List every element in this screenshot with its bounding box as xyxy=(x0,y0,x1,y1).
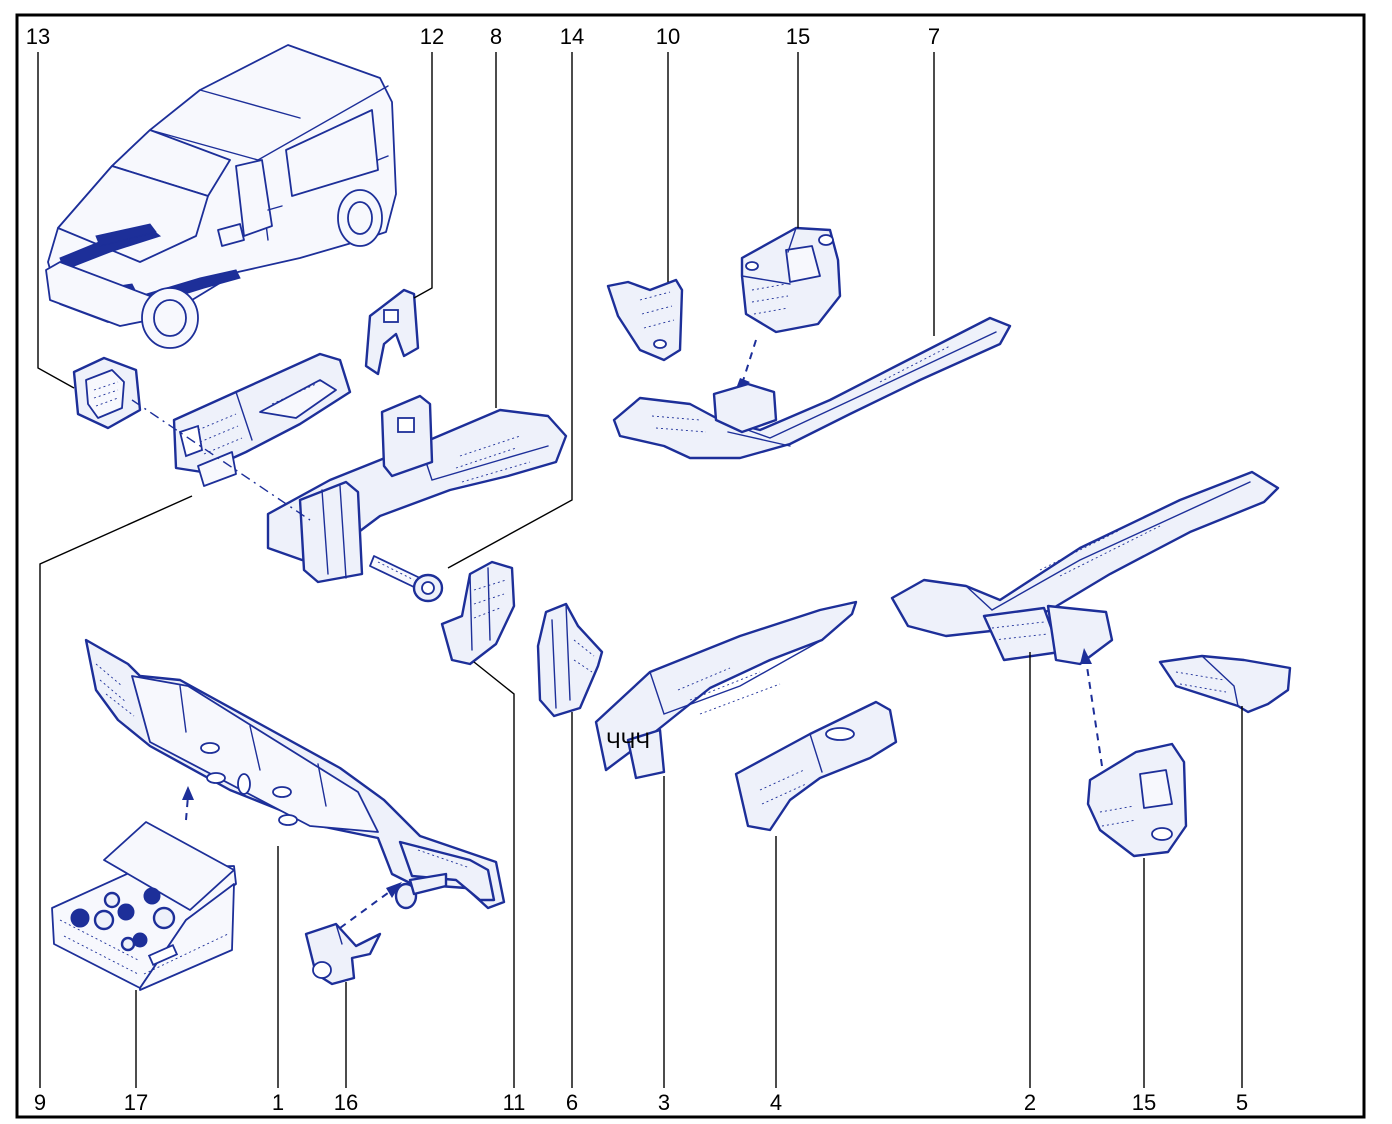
callout-17: 17 xyxy=(124,1090,148,1115)
callout-15-bottom: 15 xyxy=(1132,1090,1156,1115)
part-1-subframe xyxy=(84,638,506,910)
part-3-front-rail: ЧЧЧ xyxy=(594,600,858,780)
arrowhead-15-to-2 xyxy=(1080,648,1092,664)
part-15-top-bracket xyxy=(740,226,842,334)
assembly-arrow-17-to-1 xyxy=(185,795,189,821)
part-10-bracket xyxy=(606,278,684,362)
part-13-bracket xyxy=(72,356,142,430)
part-8-front-side-rail xyxy=(266,394,568,584)
part-14-bolt xyxy=(369,555,444,603)
arrowhead-16-to-1 xyxy=(386,882,402,898)
callout-2: 2 xyxy=(1024,1090,1036,1115)
callout-8: 8 xyxy=(490,24,502,49)
callout-11: 11 xyxy=(503,1090,526,1115)
callout-15-top: 15 xyxy=(786,24,810,49)
callout-7: 7 xyxy=(928,24,940,49)
part-16-clip xyxy=(304,922,382,986)
callout-14: 14 xyxy=(560,24,584,49)
part-9-front-rail xyxy=(172,352,352,487)
part-5-bracket xyxy=(1158,654,1292,714)
callout-10: 10 xyxy=(656,24,680,49)
arrowhead-17-to-1 xyxy=(182,786,194,800)
callout-12: 12 xyxy=(420,24,444,49)
part-17-fastener-box xyxy=(51,821,237,991)
part-7-long-rail xyxy=(612,316,1012,460)
part-12-bracket xyxy=(364,288,420,376)
callout-4: 4 xyxy=(770,1090,782,1115)
callout-13: 13 xyxy=(26,24,50,49)
tow-eye xyxy=(394,872,448,910)
callout-16: 16 xyxy=(334,1090,358,1115)
callout-5: 5 xyxy=(1236,1090,1248,1115)
callouts-top: 13 12 8 14 10 15 7 xyxy=(26,24,940,49)
assembly-arrow-15-to-7 xyxy=(741,339,757,385)
vehicle-overview xyxy=(45,44,397,349)
part-15-bottom-bracket xyxy=(1086,742,1188,858)
callouts-bottom: 9 17 1 16 11 6 3 4 2 15 5 xyxy=(34,1090,1248,1115)
part-2-rear-rail xyxy=(890,470,1280,666)
assembly-arrow-16-to-1 xyxy=(339,889,393,929)
callout-3: 3 xyxy=(658,1090,670,1115)
alignment-line xyxy=(131,399,311,521)
leader-lines xyxy=(37,52,1243,1088)
part-11-bracket xyxy=(440,560,516,666)
callout-6: 6 xyxy=(566,1090,578,1115)
part-6-bracket xyxy=(536,602,604,718)
part-3-marking: ЧЧЧ xyxy=(606,728,650,753)
callout-1: 1 xyxy=(272,1090,284,1115)
assembly-arrow-15-to-2 xyxy=(1085,659,1103,767)
part-4-rail xyxy=(734,700,898,832)
callout-9: 9 xyxy=(34,1090,46,1115)
diagram-frame xyxy=(15,13,1366,1119)
